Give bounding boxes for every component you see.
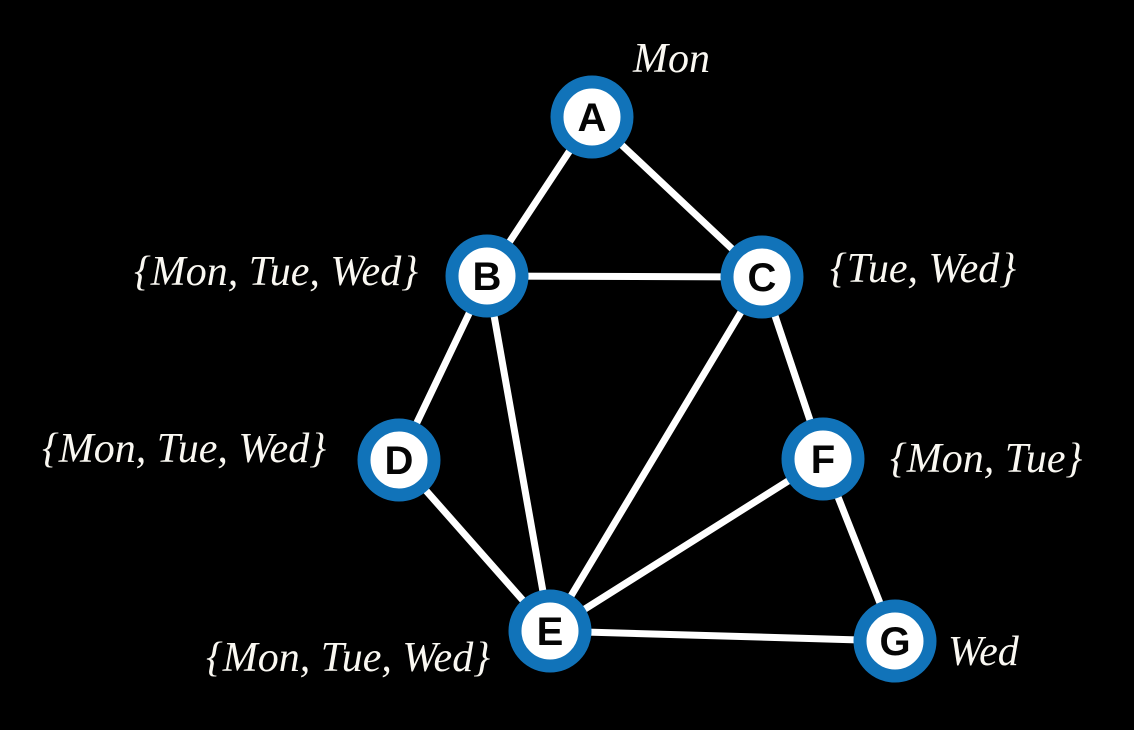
edge-E-G (546, 627, 899, 645)
node-E-domain-label: {Mon, Tue, Wed} (206, 635, 490, 681)
edge-B-C (483, 272, 766, 281)
edge-B-E (483, 272, 554, 635)
node-G-domain-label: Wed (948, 629, 1020, 675)
edge-layer (395, 113, 899, 645)
node-D-domain-label: {Mon, Tue, Wed} (42, 426, 326, 472)
node-A-domain-label: Mon (632, 36, 710, 82)
node-D-circle (357, 418, 441, 502)
node-D: D {Mon, Tue, Wed} (42, 418, 441, 502)
node-E-letter: E (537, 610, 564, 654)
node-A: A Mon (550, 36, 710, 159)
node-B-domain-label: {Mon, Tue, Wed} (134, 249, 418, 295)
node-C: C {Tue, Wed} (720, 235, 1016, 319)
node-C-circle (720, 235, 804, 319)
node-F-domain-label: {Mon, Tue} (890, 436, 1082, 482)
node-G-circle (853, 599, 937, 683)
edge-E-F (546, 455, 827, 635)
node-G-letter: G (879, 620, 910, 664)
node-D-letter: D (385, 439, 414, 483)
node-B-circle (445, 234, 529, 318)
node-A-circle (550, 75, 634, 159)
node-E: E {Mon, Tue, Wed} (206, 589, 592, 681)
node-F-letter: F (811, 438, 835, 482)
node-A-letter: A (578, 96, 607, 140)
node-B: B {Mon, Tue, Wed} (134, 234, 529, 318)
node-C-domain-label: {Tue, Wed} (830, 246, 1016, 292)
node-C-letter: C (748, 256, 777, 300)
node-F: F {Mon, Tue} (781, 417, 1082, 501)
edge-C-E (546, 273, 766, 635)
node-F-circle (781, 417, 865, 501)
node-B-letter: B (473, 255, 502, 299)
node-G: G Wed (853, 599, 1020, 683)
node-E-circle (508, 589, 592, 673)
